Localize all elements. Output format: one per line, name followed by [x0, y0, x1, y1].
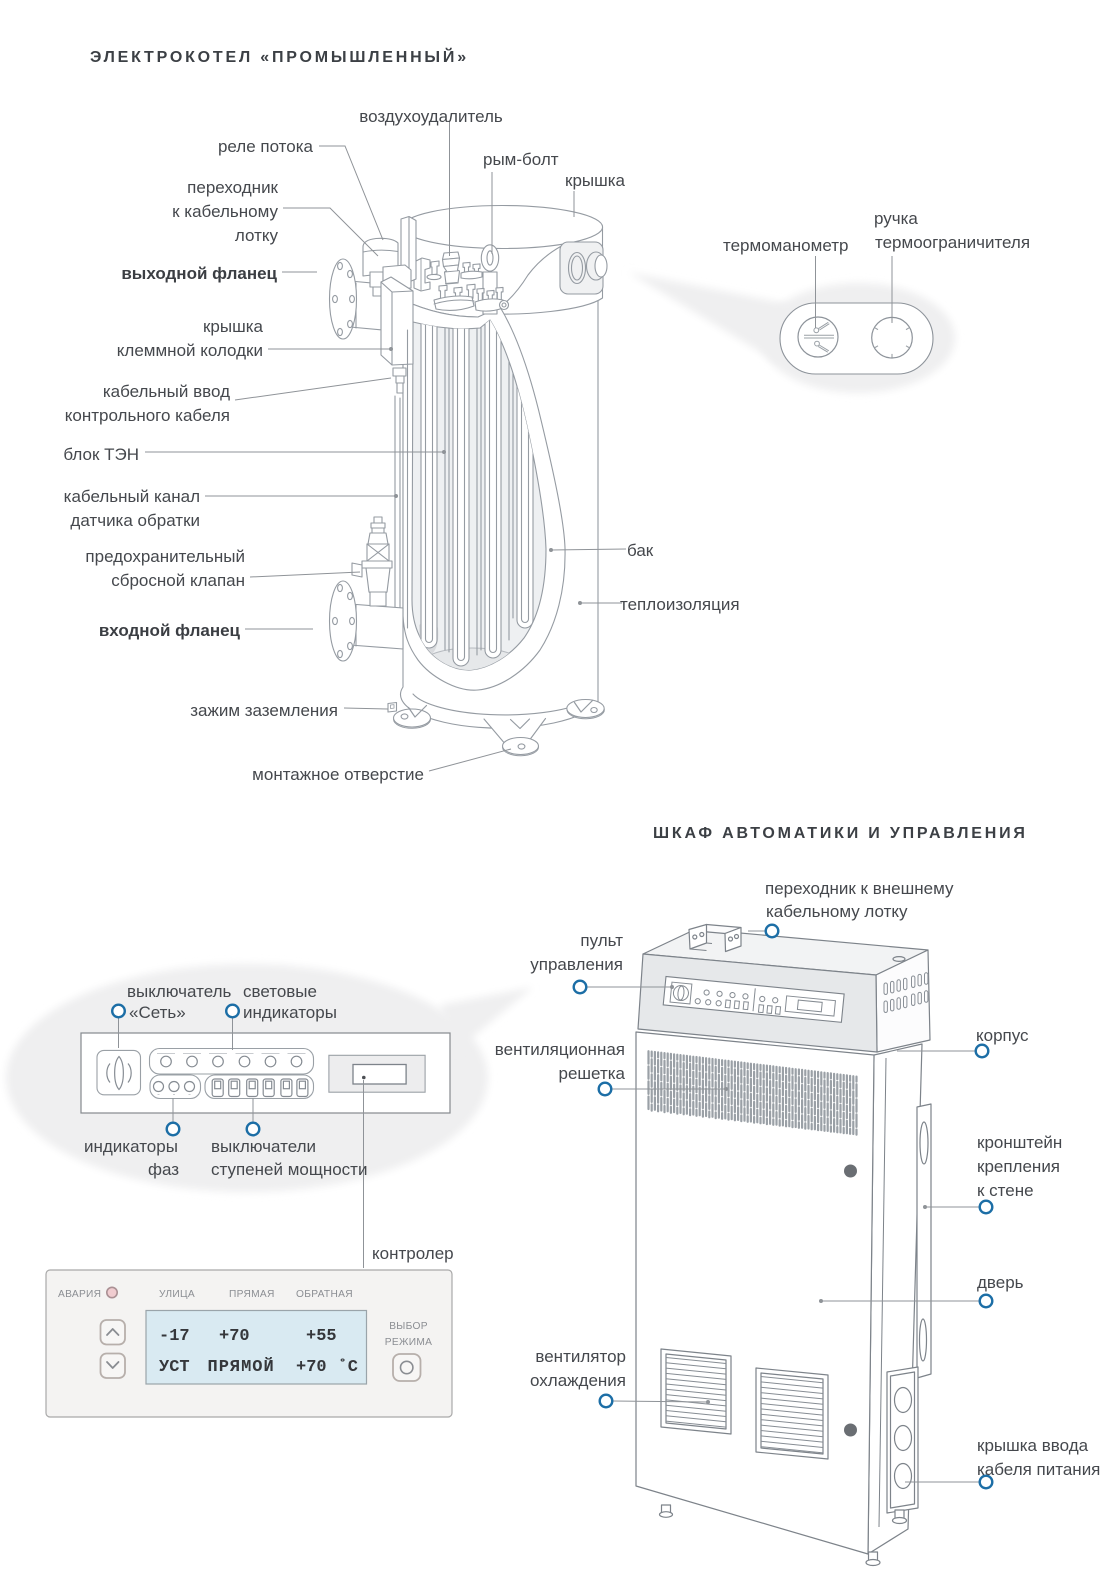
svg-text:ЭЛЕКТРОКОТЕЛ «ПРОМЫШЛЕННЫЙ»: ЭЛЕКТРОКОТЕЛ «ПРОМЫШЛЕННЫЙ»	[90, 47, 469, 66]
svg-text:зажим заземления: зажим заземления	[190, 701, 338, 720]
svg-text:рым-болт: рым-болт	[483, 150, 559, 169]
svg-text:вентиляционная: вентиляционная	[495, 1040, 625, 1059]
svg-text:ВЫБОР: ВЫБОР	[389, 1321, 428, 1332]
svg-text:бак: бак	[627, 541, 654, 560]
svg-text:решетка: решетка	[559, 1064, 626, 1083]
svg-text:ручка: ручка	[874, 209, 918, 228]
svg-text:воздухоудалитель: воздухоудалитель	[359, 107, 503, 126]
svg-text:РЕЖИМА: РЕЖИМА	[385, 1337, 432, 1348]
svg-text:пульт: пульт	[580, 931, 623, 950]
svg-text:блок ТЭН: блок ТЭН	[63, 445, 139, 464]
svg-text:корпус: корпус	[976, 1026, 1029, 1045]
svg-text:АВАРИЯ: АВАРИЯ	[58, 1289, 101, 1300]
svg-text:+70: +70	[219, 1327, 250, 1346]
svg-text:термоограничителя: термоограничителя	[875, 233, 1030, 252]
svg-text:дверь: дверь	[977, 1273, 1024, 1292]
svg-text:монтажное отверстие: монтажное отверстие	[252, 765, 424, 784]
svg-text:световые: световые	[243, 982, 317, 1001]
svg-text:реле потока: реле потока	[218, 137, 314, 156]
svg-text:ОБРАТНАЯ: ОБРАТНАЯ	[296, 1289, 353, 1300]
svg-text:кронштейн: кронштейн	[977, 1133, 1062, 1152]
svg-text:предохранительный: предохранительный	[85, 547, 245, 566]
svg-text:переходник: переходник	[187, 178, 278, 197]
svg-text:теплоизоляция: теплоизоляция	[620, 595, 740, 614]
svg-text:сбросной клапан: сбросной клапан	[111, 571, 245, 590]
svg-text:к стене: к стене	[977, 1181, 1034, 1200]
svg-text:+55: +55	[306, 1327, 337, 1346]
svg-text:к кабельному: к кабельному	[172, 202, 278, 221]
svg-text:входной фланец: входной фланец	[99, 621, 241, 640]
svg-text:крепления: крепления	[977, 1157, 1060, 1176]
svg-text:УЛИЦА: УЛИЦА	[159, 1289, 195, 1300]
svg-text:выключатель: выключатель	[127, 982, 232, 1001]
svg-text:кабельному лотку: кабельному лотку	[766, 902, 908, 921]
svg-text:крышка: крышка	[565, 171, 626, 190]
svg-text:крышка ввода: крышка ввода	[977, 1436, 1089, 1455]
svg-text:«Сеть»: «Сеть»	[129, 1003, 186, 1022]
svg-text:датчика обратки: датчика обратки	[70, 511, 200, 530]
svg-text:охлаждения: охлаждения	[530, 1371, 626, 1390]
svg-text:термоманометр: термоманометр	[723, 236, 848, 255]
svg-text:индикаторы: индикаторы	[84, 1137, 178, 1156]
svg-text:вентилятор: вентилятор	[535, 1347, 626, 1366]
svg-text:кабеля питания: кабеля питания	[977, 1460, 1100, 1479]
svg-text:лотку: лотку	[235, 226, 279, 245]
svg-text:кабельный канал: кабельный канал	[64, 487, 200, 506]
svg-text:˚С: ˚С	[338, 1358, 358, 1377]
svg-text:контролер: контролер	[372, 1244, 454, 1263]
svg-text:выходной фланец: выходной фланец	[121, 264, 277, 283]
svg-text:ПРЯМОЙ: ПРЯМОЙ	[208, 1357, 275, 1377]
svg-text:ступеней мощности: ступеней мощности	[211, 1160, 367, 1179]
svg-text:+70: +70	[296, 1358, 327, 1377]
svg-text:переходник к внешнему: переходник к внешнему	[765, 879, 954, 898]
svg-text:кабельный ввод: кабельный ввод	[103, 382, 230, 401]
svg-text:ПРЯМАЯ: ПРЯМАЯ	[229, 1289, 275, 1300]
svg-text:фаз: фаз	[148, 1160, 179, 1179]
svg-text:-17: -17	[159, 1327, 190, 1346]
svg-text:выключатели: выключатели	[211, 1137, 316, 1156]
svg-text:управления: управления	[530, 955, 623, 974]
svg-text:крышка: крышка	[203, 317, 264, 336]
svg-text:контрольного кабеля: контрольного кабеля	[65, 406, 230, 425]
svg-text:индикаторы: индикаторы	[243, 1003, 337, 1022]
svg-text:ШКАФ АВТОМАТИКИ И УПРАВЛЕНИЯ: ШКАФ АВТОМАТИКИ И УПРАВЛЕНИЯ	[653, 825, 1028, 842]
svg-text:УСТ: УСТ	[159, 1358, 190, 1377]
svg-text:клеммной колодки: клеммной колодки	[117, 341, 263, 360]
